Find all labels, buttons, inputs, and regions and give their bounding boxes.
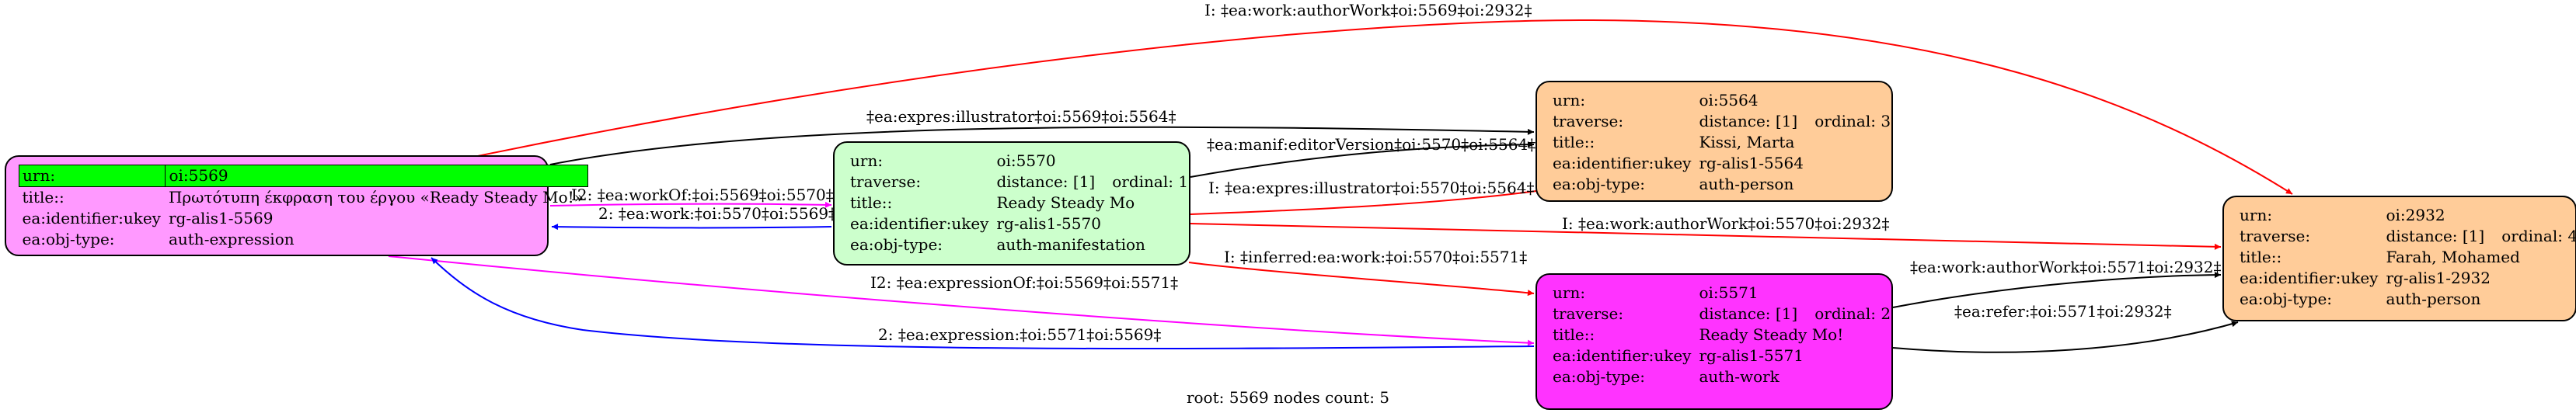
edge-label-e12: ‡ea:refer:‡oi:5571‡oi:2932‡ — [1954, 302, 2172, 321]
title-value: Farah, Mohamed — [2386, 248, 2520, 266]
traverse-key: traverse: — [850, 172, 922, 191]
node-5570-attributes: urn: oi:5570 traverse: distance: [1] ordina… — [847, 151, 1193, 255]
title-key: title:: — [1553, 325, 1595, 344]
graph-footer-summary: root: 5569 nodes count: 5 — [1186, 388, 1390, 407]
type-key: ea:obj-type: — [2240, 290, 2333, 308]
edge-label-e9: I2: ‡ea:expressionOf:‡oi:5569‡oi:5571‡ — [870, 273, 1178, 292]
urn-value: oi:5569 — [165, 165, 589, 187]
edge-5570-5564-illustrator-inferred — [1190, 188, 1543, 215]
node-5569-urn-row: urn: oi:5569 — [18, 165, 589, 187]
type-key: ea:obj-type: — [1553, 175, 1646, 193]
title-value: Ready Steady Mo! — [1699, 325, 1844, 344]
edge-label-e5: ‡ea:manif:editorVersion‡oi:5570‡oi:5564‡ — [1207, 135, 1535, 154]
title-key: title:: — [850, 193, 893, 212]
distance-value: distance: [1] — [1699, 112, 1798, 130]
edge-5571-5569-expression — [430, 257, 1535, 350]
edge-label-e8: I: ‡inferred:ea:work:‡oi:5570‡oi:5571‡ — [1224, 248, 1527, 266]
node-2932-person[interactable]: urn: oi:2932 traverse: distance: [1] ordina… — [2222, 196, 2576, 321]
type-value: auth-expression — [168, 230, 295, 248]
urn-key: urn: — [1553, 91, 1586, 109]
edge-5569-5571-expressionof — [388, 255, 1535, 346]
type-value: auth-manifestation — [996, 235, 1145, 254]
edge-label-e7: I: ‡ea:work:authorWork‡oi:5570‡oi:2932‡ — [1562, 214, 1889, 233]
node-5569-type-row: ea:obj-type: auth-expression — [19, 229, 588, 250]
ukey-key: ea:identifier:ukey — [1553, 346, 1692, 365]
title-value: Πρωτότυπη έκφραση του έργου «Ready Stead… — [168, 188, 584, 207]
type-value: auth-person — [2386, 290, 2481, 308]
node-5569-ukey-row: ea:identifier:ukey rg-alis1-5569 — [19, 208, 588, 229]
edge-5570-5564-editorversion — [1190, 141, 1535, 178]
urn-key: urn: — [2240, 206, 2273, 224]
ukey-key: ea:identifier:ukey — [850, 214, 989, 233]
node-5571-work[interactable]: urn: oi:5571 traverse: distance: [1] ordina… — [1535, 273, 1893, 410]
traverse-value: distance: [1] ordinal: 2 — [1696, 304, 1895, 325]
distance-value: distance: [1] — [996, 172, 1096, 191]
type-value: auth-person — [1699, 175, 1794, 193]
edge-5569-5564-illustrator — [549, 126, 1535, 165]
node-2932-attributes: urn: oi:2932 traverse: distance: [1] ordina… — [2236, 205, 2576, 310]
type-value: auth-work — [1699, 367, 1779, 386]
type-key: ea:obj-type: — [1553, 367, 1646, 386]
edge-label-e6: I: ‡ea:expres:illustrator‡oi:5570‡oi:556… — [1208, 179, 1534, 197]
node-5571-attributes: urn: oi:5571 traverse: distance: [1] ordina… — [1549, 283, 1895, 387]
edge-5571-2932-refer — [1892, 321, 2239, 353]
urn-key: urn: — [850, 151, 884, 170]
edge-5570-5569-work — [551, 224, 832, 231]
ukey-value: rg-alis1-5569 — [168, 209, 274, 227]
edge-5570-2932-authorwork — [1190, 223, 2222, 250]
title-key: title:: — [22, 188, 64, 207]
edge-label-e11: ‡ea:work:authorWork‡oi:5571‡oi:2932‡ — [1910, 258, 2221, 276]
distance-value: distance: [1] — [1699, 304, 1798, 323]
ukey-key: ea:identifier:ukey — [2240, 269, 2379, 287]
traverse-key: traverse: — [2240, 227, 2311, 245]
title-key: title:: — [2240, 248, 2282, 266]
title-value: Kissi, Marta — [1699, 133, 1795, 151]
traverse-value: distance: [1] ordinal: 4 — [2383, 226, 2576, 247]
ukey-key: ea:identifier:ukey — [1553, 154, 1692, 172]
node-5569-attributes: urn: oi:5569 title:: Πρωτότυπη έκφραση τ… — [18, 165, 589, 250]
urn-value: oi:2932 — [2386, 206, 2445, 224]
edge-5569-5570-workof — [549, 201, 832, 208]
traverse-key: traverse: — [1553, 304, 1624, 323]
node-5569-title-row: title:: Πρωτότυπη έκφραση του έργου «Rea… — [19, 187, 588, 209]
type-key: ea:obj-type: — [22, 230, 115, 248]
urn-key: urn: — [18, 165, 166, 187]
edge-label-e10: 2: ‡ea:expression:‡oi:5571‡oi:5569‡ — [878, 325, 1161, 344]
edge-label-e2: ‡ea:expres:illustrator‡oi:5569‡oi:5564‡ — [866, 107, 1176, 126]
urn-value: oi:5570 — [996, 151, 1056, 170]
edge-label-e1: I: ‡ea:work:authorWork‡oi:5569‡oi:2932‡ — [1204, 1, 1532, 19]
node-5570-manifestation[interactable]: urn: oi:5570 traverse: distance: [1] ordina… — [833, 141, 1190, 266]
edge-5570-5571-inferred-work — [1188, 262, 1535, 297]
title-key: title:: — [1553, 133, 1595, 151]
traverse-key: traverse: — [1553, 112, 1624, 130]
ordinal-value: ordinal: 4 — [2501, 227, 2576, 245]
ordinal-value: ordinal: 3 — [1814, 112, 1891, 130]
type-key: ea:obj-type: — [850, 235, 943, 254]
node-5569-expression[interactable]: urn: oi:5569 title:: Πρωτότυπη έκφραση τ… — [5, 155, 589, 256]
ukey-value: rg-alis1-5564 — [1699, 154, 1804, 172]
node-5564-person[interactable]: urn: oi:5564 traverse: distance: [1] ordina… — [1535, 81, 1893, 202]
ukey-value: rg-alis1-5571 — [1699, 346, 1804, 365]
edge-5571-2932-authorwork — [1892, 272, 2222, 308]
edge-5569-2932-authorwork — [473, 19, 2293, 195]
ukey-value: rg-alis1-2932 — [2386, 269, 2491, 287]
urn-key: urn: — [1553, 283, 1586, 302]
node-5564-attributes: urn: oi:5564 traverse: distance: [1] ordina… — [1549, 90, 1895, 195]
urn-value: oi:5571 — [1699, 283, 1759, 302]
edge-label-e4: 2: ‡ea:work:‡oi:5570‡oi:5569‡ — [598, 204, 836, 223]
ordinal-value: ordinal: 2 — [1814, 304, 1891, 323]
ukey-value: rg-alis1-5570 — [996, 214, 1101, 233]
distance-value: distance: [1] — [2386, 227, 2485, 245]
title-value: Ready Steady Mo — [996, 193, 1135, 212]
traverse-value: distance: [1] ordinal: 3 — [1696, 111, 1895, 132]
ukey-key: ea:identifier:ukey — [22, 209, 161, 227]
traverse-value: distance: [1] ordinal: 1 — [993, 172, 1193, 193]
edge-label-e3: I2: ‡ea:workOf:‡oi:5569‡oi:5570‡ — [571, 186, 834, 204]
urn-value: oi:5564 — [1699, 91, 1759, 109]
ordinal-value: ordinal: 1 — [1112, 172, 1189, 191]
